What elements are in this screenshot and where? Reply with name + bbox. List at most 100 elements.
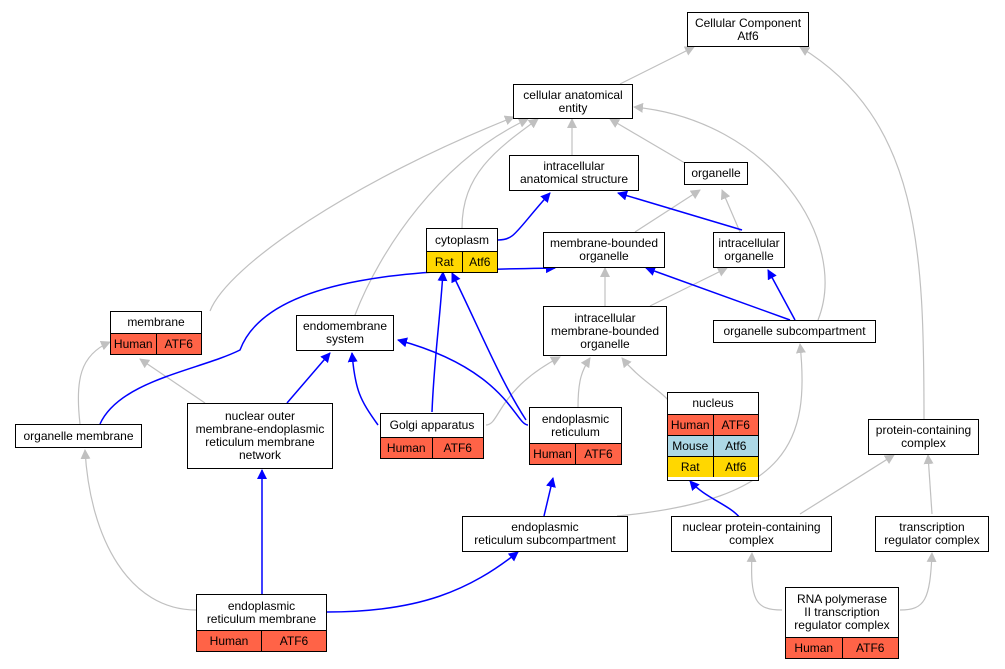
node-nucleus[interactable]: nucleus Human ATF6 Mouse Atf6 Rat Atf6 [667,392,759,481]
species-cell: Human [111,334,156,354]
species-cell: Human [530,444,575,464]
gene-cell: ATF6 [431,438,483,458]
node-label-line: system [325,332,364,346]
node-label-line: cellular anatomical [523,87,623,102]
node-label-line: organelle membrane [23,428,134,443]
node-label-line: membrane-endoplasmic [195,422,325,436]
node-label-line: regulator complex [884,533,980,547]
node-label-line: Atf6 [737,28,759,43]
gene-cell: Atf6 [712,436,758,456]
node-label-line: endoplasmic [541,411,610,426]
edge-organelle-to-cae [609,118,691,167]
edge-mbo-to-organelle [634,189,701,233]
annotation-row: Human ATF6 [111,333,201,354]
species-cell: Human [381,438,432,458]
edge-er-partof-cytoplasm [451,272,527,421]
edge-nomern-partof-ems [286,352,331,404]
species-cell: Rat [427,252,462,272]
node-label-line: organelle subcompartment [723,324,866,338]
node-label-line: intracellular [574,310,636,325]
edge-ems-to-cae [354,118,529,316]
node-label-line: Golgi apparatus [389,418,475,432]
gene-cell: Atf6 [712,457,758,477]
node-cytoplasm[interactable]: cytoplasm Rat Atf6 [426,228,498,273]
annotation-row: Human ATF6 [668,414,758,435]
node-label-line: endomembrane [302,319,388,333]
species-cell: Rat [668,457,713,477]
node-label-line: nuclear outer [224,409,296,423]
species-cell: Human [786,638,842,658]
node-organelle-subcompartment[interactable]: organelle subcompartment [713,320,876,343]
gene-cell: ATF6 [575,444,621,464]
edge-golgi-to-imbo [485,356,561,426]
node-golgi-apparatus[interactable]: Golgi apparatus Human ATF6 [380,413,484,459]
node-label-line: complex [901,436,946,450]
node-label-line: organelle [579,249,629,263]
edge-osc-partof-mbo [645,266,791,321]
edge-rnap-to-npcc [746,552,783,611]
annotation-row: Human ATF6 [381,437,483,458]
node-label-line: cytoplasm [434,232,490,247]
node-label-line: network [238,448,281,462]
node-label-line: nuclear protein-containing [682,520,821,534]
node-label-line: protein-containing [875,423,972,437]
node-label-line: endoplasmic [511,520,579,534]
node-organelle[interactable]: organelle [684,162,748,185]
edge-io-to-organelle [720,189,741,233]
node-label-line: RNA polymerase [796,592,888,606]
edge-npcc-partof-nucleus [689,480,741,519]
species-cell: Mouse [668,436,713,456]
node-label-line: organelle [724,249,774,263]
node-organelle-membrane[interactable]: organelle membrane [15,424,142,448]
edge-imbo-to-io [649,267,728,307]
edge-cytoplasm-partof-ias [497,192,551,241]
gene-cell: ATF6 [261,631,326,651]
edge-trc-to-pcc [923,454,934,515]
node-label-line: complex [729,533,774,547]
edge-cae-to-cc [619,46,695,85]
edge-ersc-to-osc [616,343,806,517]
node-label-line: transcription [899,520,965,534]
node-label-line: Cellular Component [694,15,802,30]
node-label-line: regulator complex [794,618,890,632]
edge-cytoplasm-to-cae [461,118,539,229]
gene-cell: ATF6 [841,638,898,658]
gene-cell: ATF6 [155,334,201,354]
node-label-line: intracellular [718,236,780,250]
gene-cell: Atf6 [461,252,497,272]
node-label-line: membrane-bounded [550,323,660,338]
node-label-line: endoplasmic [227,598,296,613]
node-membrane[interactable]: membrane Human ATF6 [110,311,202,355]
gene-cell: ATF6 [712,415,758,435]
node-label-line: reticulum membrane [205,435,315,449]
edge-io-partof-ias [617,190,743,231]
edge-er-to-imbo [577,357,591,408]
annotation-row: Mouse Atf6 [668,435,758,456]
edge-er-partof-ems [397,337,529,426]
annotation-row: Rat Atf6 [668,456,758,477]
edge-golgi-partof-cytoplasm [431,271,448,413]
edge-nomern-to-membrane [139,358,206,404]
node-label-line: membrane-bounded [549,236,659,250]
edge-nucleus-to-imbo [621,357,669,401]
edge-membrane-to-cae [209,115,515,312]
node-label-line: reticulum subcompartment [474,533,616,547]
edge-osc-to-cae [633,102,826,321]
annotation-row: Human ATF6 [197,630,326,651]
